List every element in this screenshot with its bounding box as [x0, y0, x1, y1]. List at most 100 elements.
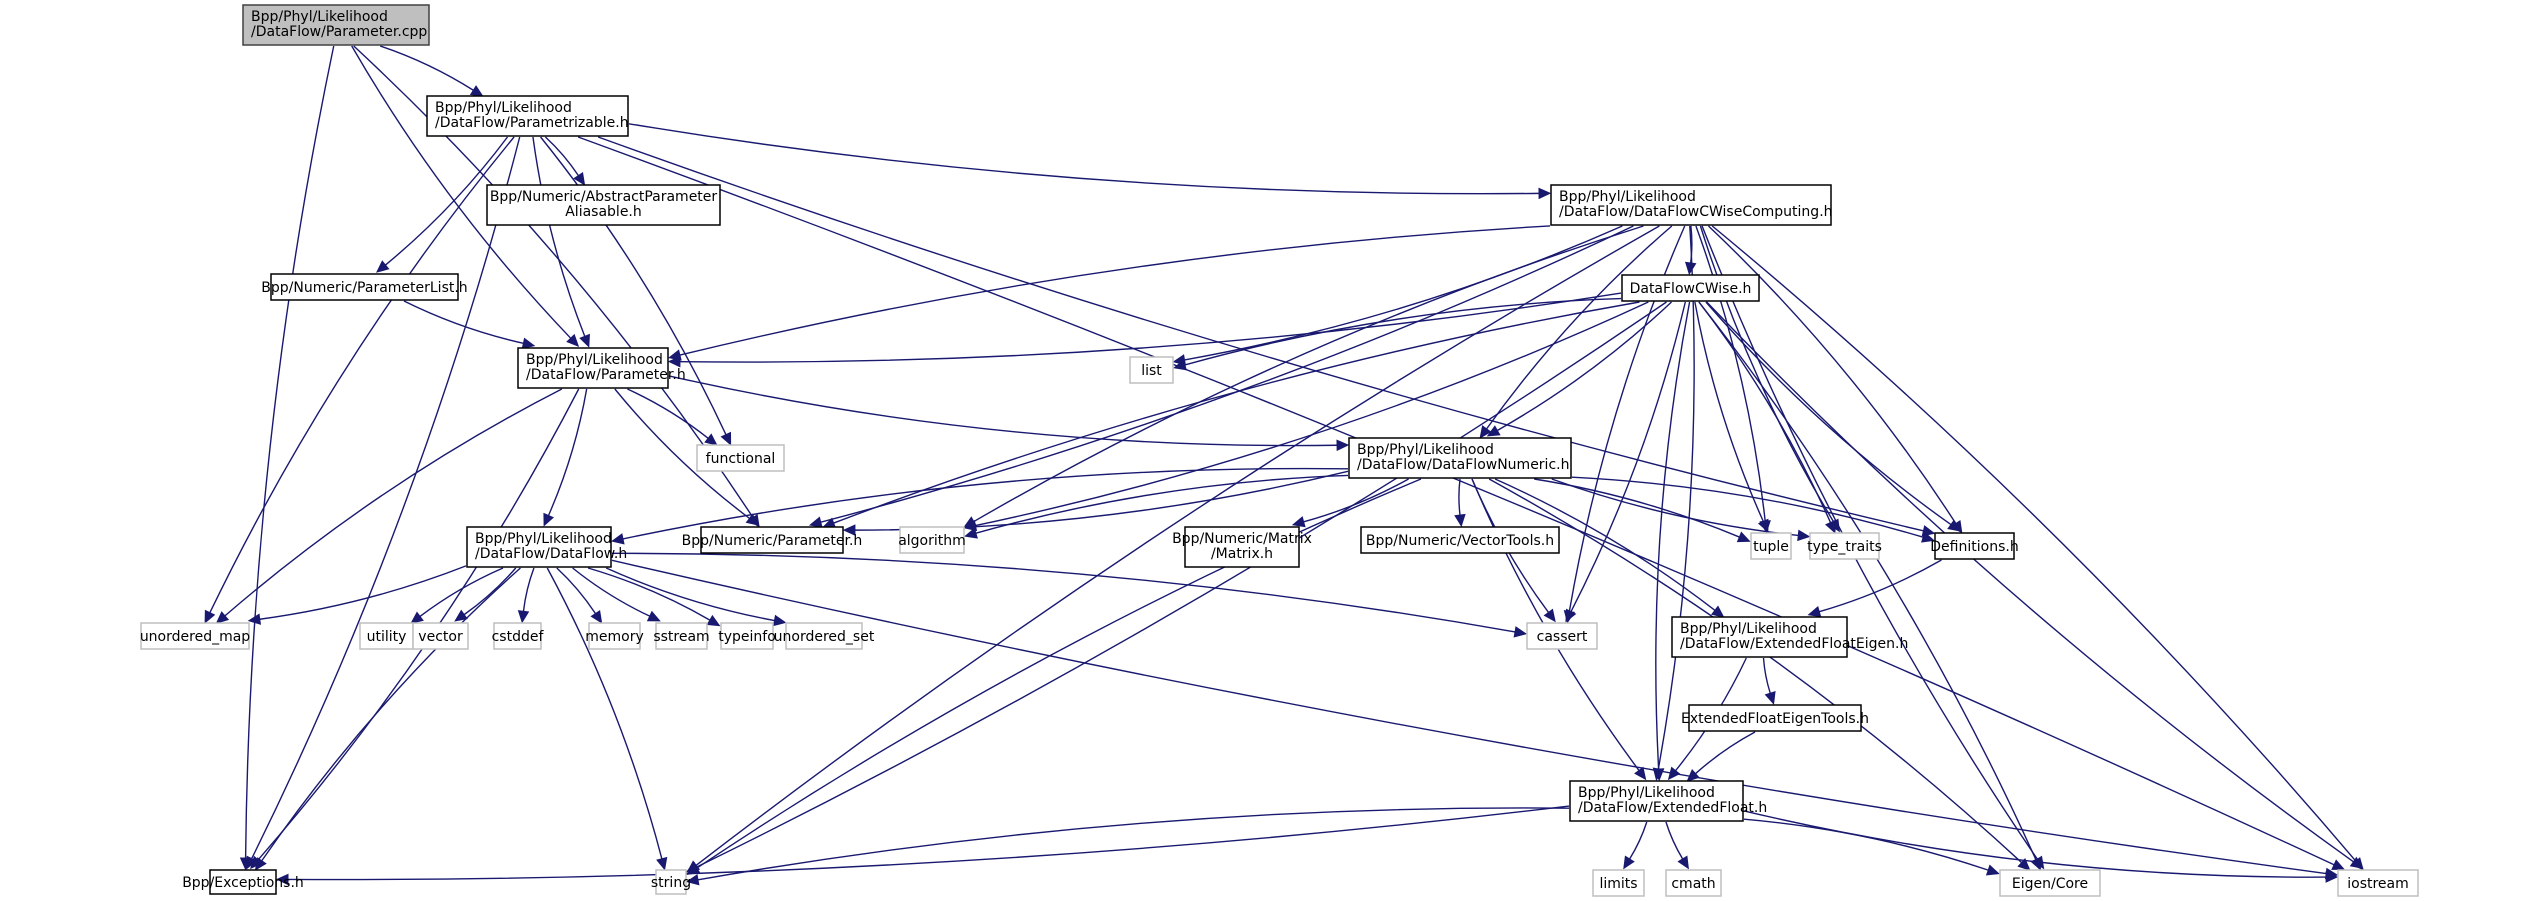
- arrowhead-icon: [1486, 425, 1501, 437]
- edge-cpp-to-parametrizable: [379, 45, 484, 97]
- node-algorithm: algorithm: [898, 526, 966, 554]
- edge-line: [975, 474, 1349, 534]
- node-paramlist[interactable]: Bpp/Numeric/ParameterList.h: [261, 273, 468, 301]
- edge-cpp-to-exceptions: [239, 45, 335, 871]
- node-label: Bpp/Numeric/Parameter.h: [682, 533, 863, 549]
- arrowhead-icon: [275, 873, 289, 886]
- node-vectortools[interactable]: Bpp/Numeric/VectorTools.h: [1360, 526, 1560, 554]
- edge-line: [973, 225, 1644, 523]
- arrowhead-icon: [1667, 766, 1681, 781]
- node-box: [359, 622, 414, 650]
- arrowhead-icon: [667, 355, 681, 368]
- arrowhead-icon: [1825, 519, 1836, 534]
- edge-dataflowcwise-to-list: [1173, 297, 1622, 371]
- edge-line: [403, 300, 524, 345]
- node-label: sstream: [653, 629, 709, 645]
- edge-definitions-to-efeigen: [1807, 559, 1942, 618]
- node-dataflow[interactable]: Bpp/Phyl/Likelihood/DataFlow/DataFlow.h: [466, 526, 627, 568]
- arrowhead-icon: [521, 337, 536, 349]
- edge-line: [532, 136, 586, 337]
- node-extfloat[interactable]: Bpp/Phyl/Likelihood/DataFlow/ExtendedFlo…: [1569, 780, 1767, 822]
- edge-parameterh-to-functional: [627, 388, 718, 446]
- edge-line: [1494, 478, 1716, 611]
- edge-numeric-to-tuple: [1534, 478, 1751, 543]
- node-box: [655, 622, 708, 650]
- node-box: [2337, 869, 2419, 897]
- arrowhead-icon: [247, 613, 262, 625]
- arrowhead-icon: [964, 527, 978, 539]
- arrowhead-icon: [745, 513, 760, 526]
- node-numeric[interactable]: Bpp/Phyl/Likelihood/DataFlow/DataFlowNum…: [1348, 437, 1572, 479]
- arrowhead-icon: [376, 260, 390, 273]
- node-box: [696, 444, 785, 472]
- edge-efeigentools-to-extfloat: [1686, 731, 1756, 782]
- edge-dataflow-to-sstream: [572, 567, 661, 622]
- edge-line: [351, 45, 572, 339]
- arrowhead-icon: [573, 172, 586, 186]
- node-exceptions[interactable]: Bpp/Exceptions.h: [182, 869, 304, 895]
- arrowhead-icon: [842, 524, 856, 536]
- edge-line: [1695, 731, 1756, 775]
- edge-numeric-to-matrix: [1291, 478, 1409, 528]
- node-label: Bpp/Phyl/Likelihood: [1559, 189, 1696, 205]
- edge-line: [1705, 301, 1952, 526]
- edge-numeric-to-dataflow: [610, 467, 1349, 545]
- edge-dataflow-to-vector: [454, 567, 517, 622]
- node-parametrizable[interactable]: Bpp/Phyl/Likelihood/DataFlow/Parametriza…: [426, 95, 629, 137]
- node-box: [1999, 869, 2101, 897]
- node-box: [700, 526, 844, 554]
- edge-dataflowcwise-to-eigencore: [1698, 301, 2041, 871]
- edge-line: [1458, 478, 1461, 516]
- arrowhead-icon: [1336, 439, 1350, 452]
- node-label: Bpp/Phyl/Likelihood: [1357, 442, 1494, 458]
- arrowhead-icon: [1736, 531, 1751, 543]
- node-label: Bpp/Numeric/VectorTools.h: [1366, 533, 1554, 549]
- edge-line: [1486, 225, 1673, 430]
- edge-dataflow-to-exceptions: [254, 567, 521, 871]
- node-label: /DataFlow/DataFlowCWiseComputing.h: [1559, 204, 1833, 220]
- edge-extfloat-to-iostream: [1743, 810, 2339, 883]
- node-label: Definitions.h: [1930, 539, 2018, 555]
- edge-parametrizable-to-functional: [540, 136, 732, 446]
- arrowhead-icon: [254, 857, 267, 871]
- edge-line: [668, 375, 1338, 447]
- edge-parametrizable-to-abstractparam: [544, 136, 586, 186]
- edge-line: [1762, 657, 1771, 694]
- arrowhead-icon: [1797, 529, 1811, 542]
- edge-line: [1743, 818, 1989, 871]
- node-dataflowcwise[interactable]: DataFlowCWise.h: [1621, 274, 1760, 302]
- node-label: Bpp/Numeric/Matrix: [1172, 531, 1312, 547]
- node-matrix[interactable]: Bpp/Numeric/Matrix/Matrix.h: [1172, 526, 1312, 568]
- node-label: type_traits: [1807, 539, 1882, 555]
- arrowhead-icon: [1947, 519, 1961, 532]
- edge-extfloat-to-eigencore: [1743, 818, 2000, 876]
- node-parameterh[interactable]: Bpp/Phyl/Likelihood/DataFlow/Parameter.h: [517, 347, 686, 389]
- arrowhead-icon: [646, 610, 661, 622]
- edge-line: [627, 388, 709, 439]
- node-label: cassert: [1537, 629, 1588, 645]
- node-label: algorithm: [898, 533, 966, 549]
- node-efeigen[interactable]: Bpp/Phyl/Likelihood/DataFlow/ExtendedFlo…: [1671, 616, 1908, 658]
- node-label: Bpp/Phyl/Likelihood: [1578, 785, 1715, 801]
- node-label: list: [1141, 363, 1162, 379]
- node-definitions[interactable]: Definitions.h: [1930, 532, 2019, 560]
- arrowhead-icon: [1173, 359, 1187, 371]
- edge-line: [522, 567, 535, 612]
- node-cwisecomputing[interactable]: Bpp/Phyl/Likelihood/DataFlow/DataFlowCWi…: [1550, 184, 1833, 226]
- edge-dataflow-to-typeinfo: [587, 567, 721, 627]
- edge-extfloat-to-string: [685, 807, 1570, 886]
- edge-line: [259, 565, 467, 620]
- node-utility: utility: [359, 622, 414, 650]
- node-numparam[interactable]: Bpp/Numeric/Parameter.h: [682, 526, 863, 554]
- node-efeigentools[interactable]: ExtendedFloatEigenTools.h: [1681, 704, 1869, 732]
- node-label: cmath: [1671, 876, 1715, 892]
- node-label: unordered_map: [140, 629, 250, 645]
- arrowhead-icon: [590, 610, 603, 624]
- node-label: Eigen/Core: [2012, 876, 2088, 892]
- node-limits: limits: [1592, 869, 1645, 897]
- edge-parametrizable-to-parameterh: [532, 136, 590, 348]
- node-tuple: tuple: [1750, 532, 1792, 560]
- edge-dataflowcwise-to-iostream: [1706, 301, 2364, 869]
